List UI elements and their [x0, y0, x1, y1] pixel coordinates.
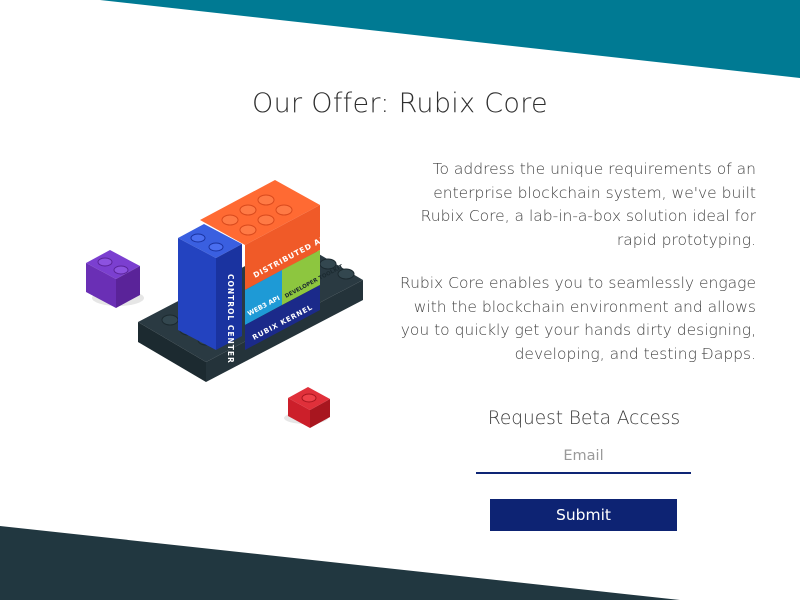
red-brick — [284, 387, 330, 428]
submit-button[interactable]: Submit — [490, 499, 677, 531]
description-paragraph-1: To address the unique requirements of an… — [420, 160, 756, 249]
beta-access-heading: Request Beta Access — [487, 408, 681, 429]
bottom-banner-shape — [0, 526, 680, 600]
purple-brick — [86, 250, 144, 308]
offer-description: To address the unique requirements of an… — [396, 158, 756, 386]
page-title: Our Offer: Rubix Core — [252, 88, 548, 119]
email-field[interactable] — [476, 440, 691, 474]
rubix-core-stack-illustration: ETHEREUM PROTOCOL DISTRIBUTED APPLICATIO… — [86, 180, 379, 428]
top-banner-shape — [100, 0, 800, 78]
description-paragraph-2: Rubix Core enables you to seamlessly eng… — [400, 274, 756, 363]
control-center-label: CONTROL CENTER — [226, 274, 235, 364]
control-center-block: CONTROL CENTER — [178, 224, 242, 364]
